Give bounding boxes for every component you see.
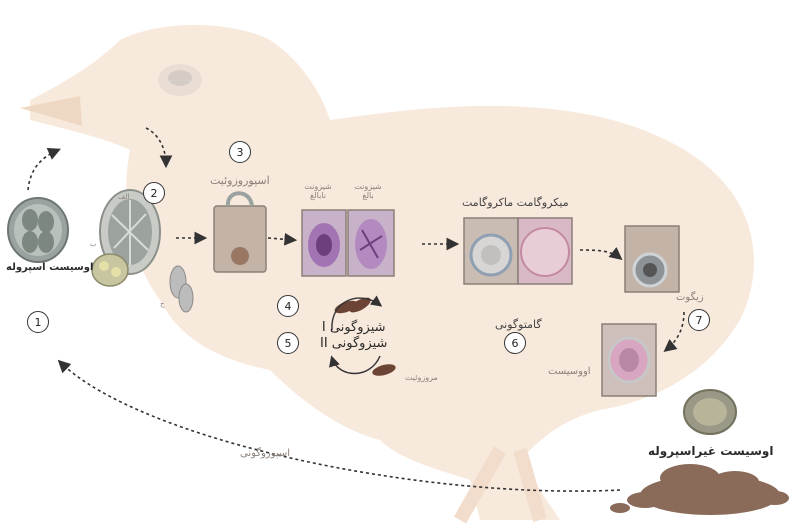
excystation-image bbox=[91, 189, 194, 313]
step-3-badge: 3 bbox=[229, 141, 251, 163]
sporozoite-cell bbox=[213, 191, 267, 273]
cycle-arrows bbox=[27, 127, 685, 492]
schizogony-loop bbox=[329, 295, 383, 374]
schizogony-label: شیزوگونی I شیزوگونی II bbox=[320, 320, 388, 351]
mature-schizont-label: شیزونت بالغ bbox=[354, 182, 382, 200]
sporulated-oocyst-image bbox=[7, 197, 69, 263]
gamete-label: میکروگامت ماکروگامت bbox=[462, 196, 569, 209]
gametogony-label: گامتوگونی bbox=[495, 318, 542, 331]
step-5-badge: 5 bbox=[277, 332, 299, 354]
step-2-badge: 2 bbox=[143, 182, 165, 204]
step-4-badge: 4 bbox=[277, 295, 299, 317]
label-c: ج bbox=[160, 300, 165, 308]
oocyst-cell bbox=[601, 323, 657, 397]
immature-schizont-label: شیزونت نابالغ bbox=[304, 182, 332, 200]
zygote-label: زیگوت bbox=[676, 292, 704, 303]
label-a: الف bbox=[118, 193, 130, 201]
soil-pile bbox=[610, 464, 789, 515]
sporozoite-label: اسپوروزوئیت bbox=[210, 174, 270, 187]
merozoite-label: مروزوئیت bbox=[405, 373, 438, 382]
step-7-badge: 7 bbox=[688, 309, 710, 331]
gamete-cells bbox=[463, 217, 573, 285]
oocyst-label: اووسیست bbox=[548, 366, 591, 377]
sporogony-label: اسپوروگونی bbox=[240, 448, 291, 459]
label-b: ب bbox=[90, 240, 97, 248]
unsporulated-oocyst-image bbox=[683, 389, 737, 435]
unsporulated-oocyst-label: اوسیست غیراسپروله bbox=[648, 444, 774, 458]
zygote-cell bbox=[624, 225, 680, 293]
schizont-cells bbox=[301, 209, 395, 277]
step-1-badge: 1 bbox=[27, 311, 49, 333]
sporulated-oocyst-label: اوسیست اسپروله bbox=[6, 262, 94, 273]
step-6-badge: 6 bbox=[504, 332, 526, 354]
merozoite-shapes bbox=[334, 297, 396, 376]
